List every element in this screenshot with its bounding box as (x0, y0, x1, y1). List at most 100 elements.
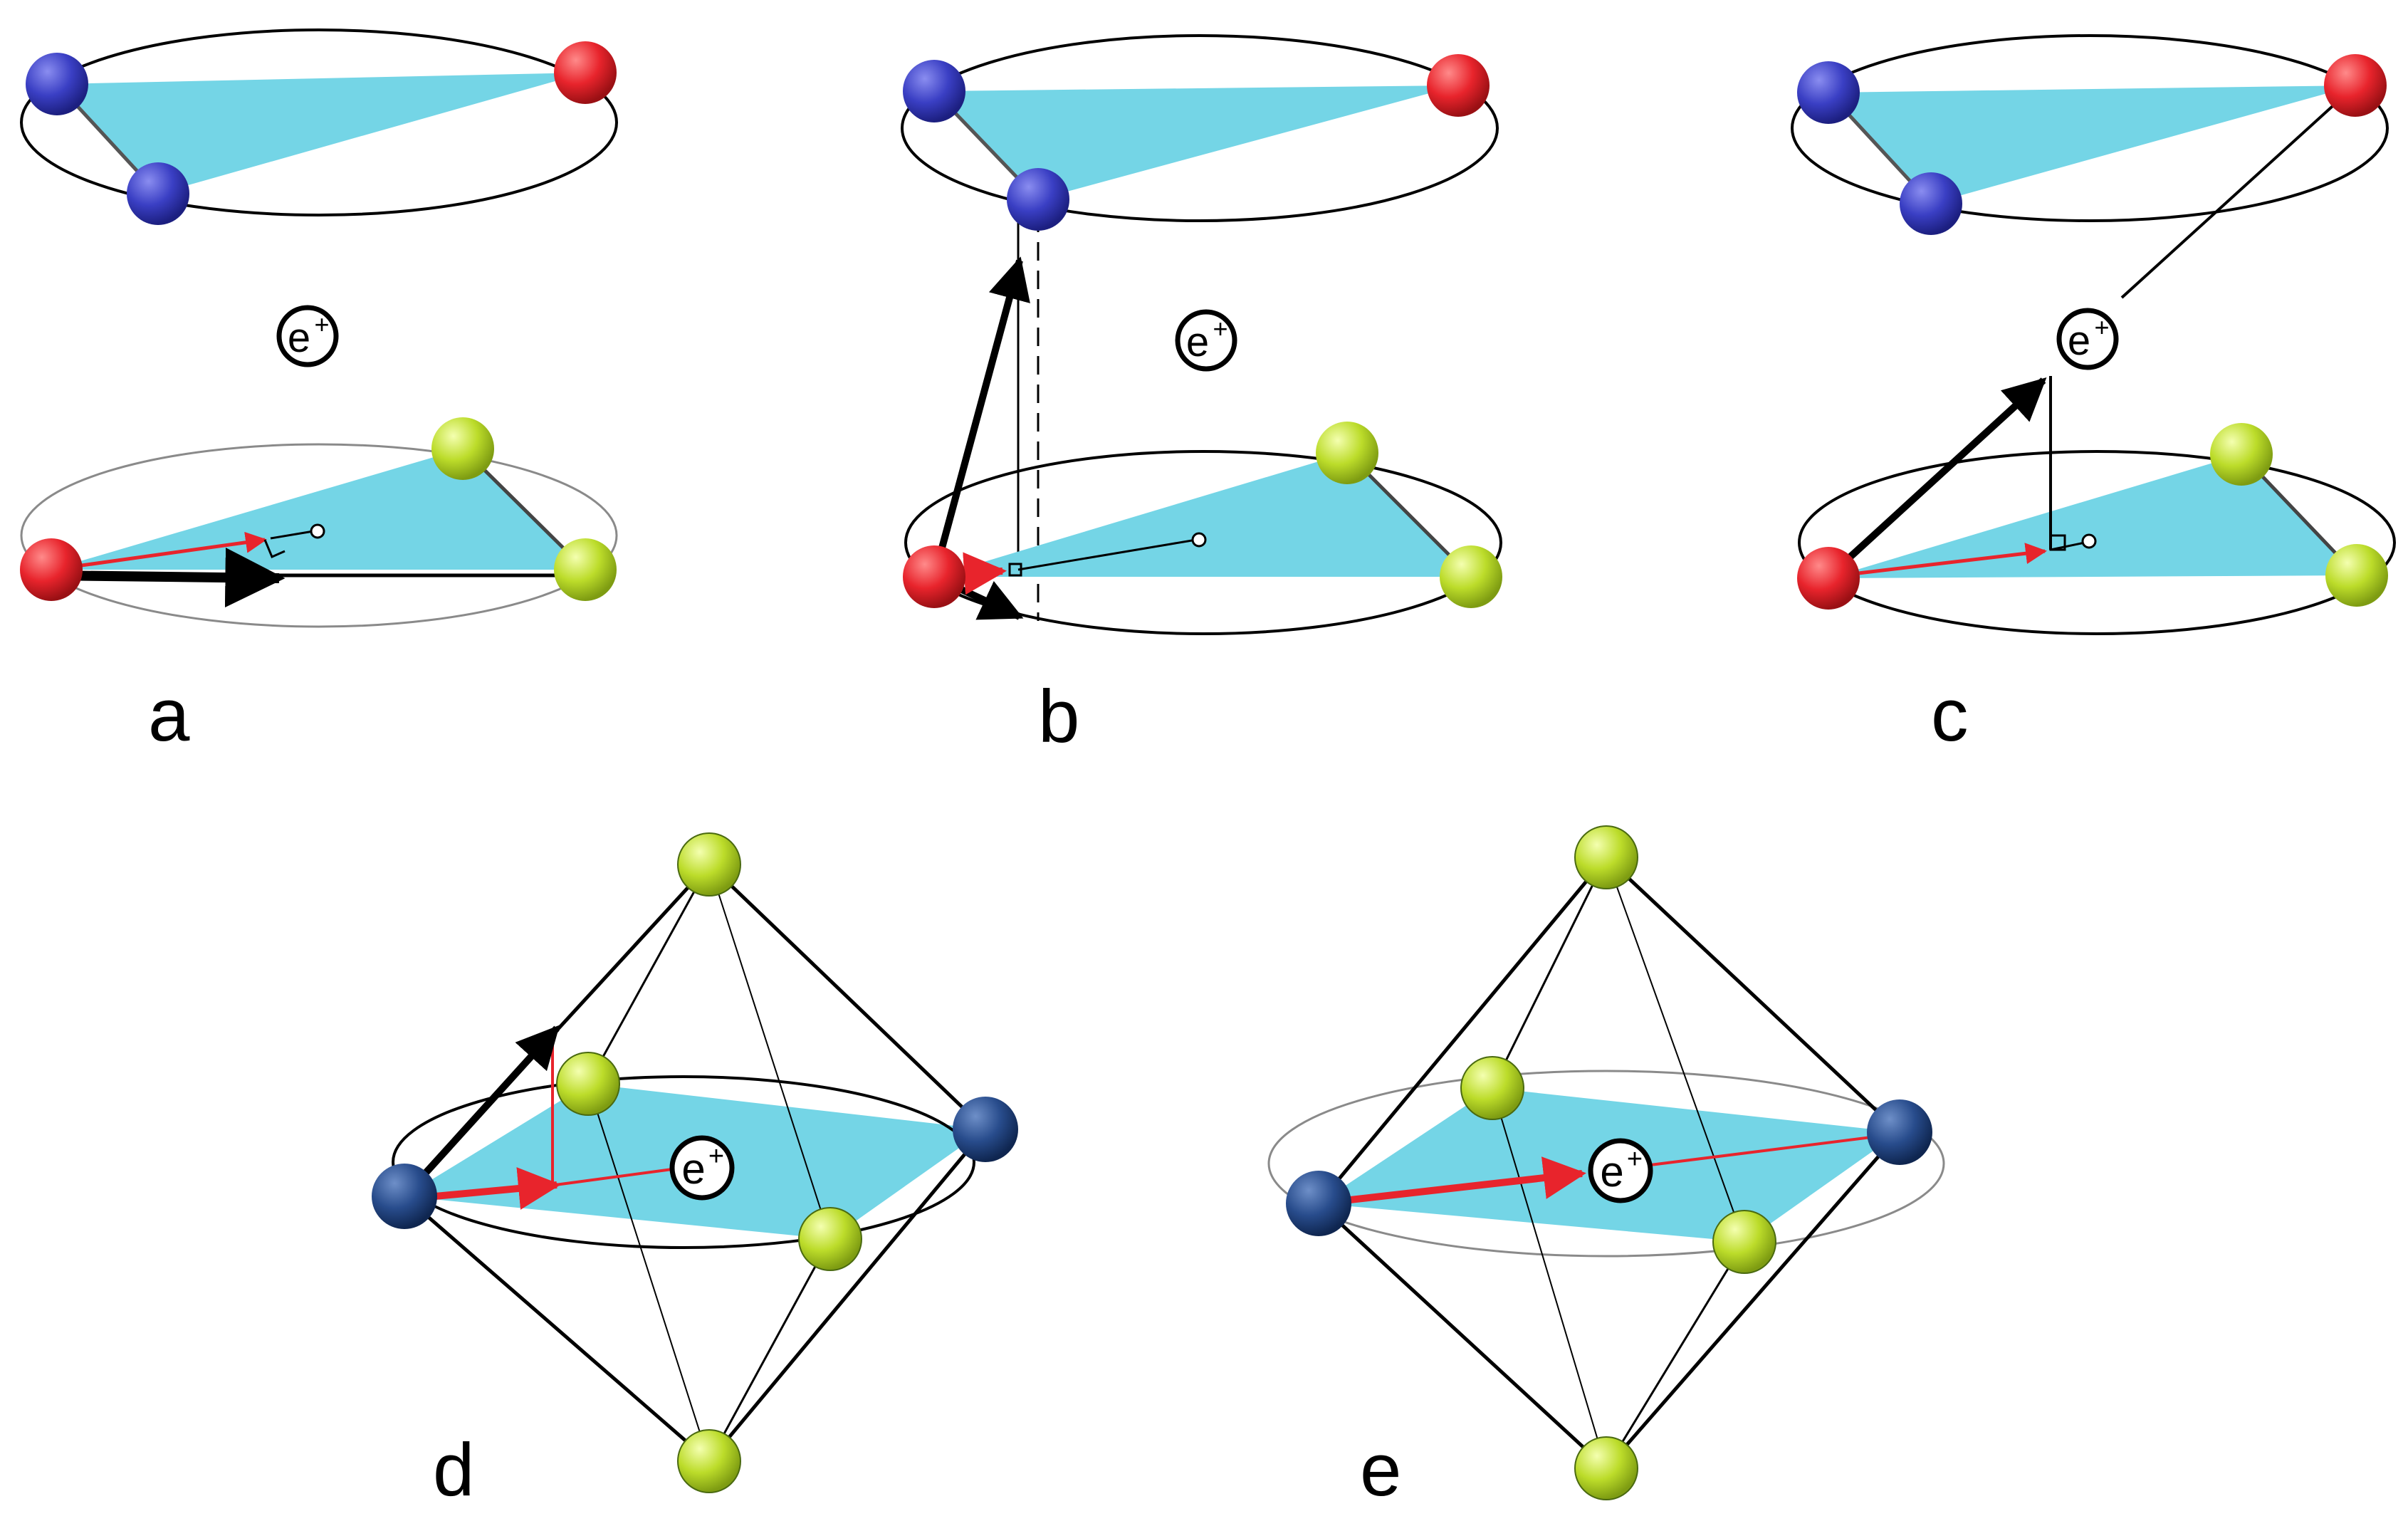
panel-c-bottom-layer (1797, 376, 2396, 635)
panel-d-atom-green-front (798, 1207, 862, 1271)
panel-b-positron-charge: + (1213, 314, 1227, 343)
panel-b-positron-circle (1175, 309, 1237, 372)
panel-b-letter: b (1038, 675, 1079, 758)
panel-b-bottom-triangle (934, 453, 1471, 577)
panel-c: e + c (1791, 34, 2396, 757)
panel-a-letter: a (148, 674, 190, 757)
panel-a-bottom-layer (20, 417, 618, 628)
panel-a-top-triangle (57, 73, 585, 194)
panel-d-letter: d (433, 1428, 474, 1512)
panel-a-positron-charge: + (314, 310, 329, 339)
panel-d-edges (403, 863, 987, 1463)
panel-d-atom-green-back (556, 1052, 620, 1116)
panel-d-positron-circle (669, 1135, 735, 1201)
panel-e-atom-green-back (1460, 1056, 1524, 1120)
panel-d-positron-label: e (681, 1145, 705, 1193)
panel-c-positron-circle (2056, 308, 2119, 370)
panel-e-atom-green-bottom (1574, 1436, 1638, 1500)
panel-a-black-arrow (51, 548, 286, 608)
panel-b-black-arrow-up (931, 256, 1030, 578)
panel-c-bottom-triangle (1828, 454, 2357, 578)
panel-a-positron-circle (276, 305, 339, 367)
panel-a-atom-red-bottom (20, 538, 83, 601)
panel-a-positron-label: e (288, 315, 310, 361)
panel-b-positron: e + (1175, 309, 1237, 372)
panel-d-atom-navy-right (953, 1097, 1018, 1162)
panel-d-positron-charge: + (708, 1141, 724, 1171)
panel-e-atom-navy-left (1286, 1171, 1351, 1236)
panel-b-right-angle-mark (1008, 563, 1022, 577)
panel-b-top-triangle (934, 85, 1458, 199)
panel-d-atom-green-top (677, 832, 741, 897)
panel-b-bottom-ring (904, 450, 1502, 635)
panel-e-red-line (1650, 1132, 1900, 1166)
panel-c-right-angle-mark (2049, 534, 2066, 551)
panel-e-letter: e (1360, 1428, 1401, 1512)
panel-a-bottom-triangle (51, 449, 585, 570)
panel-a-center-line (270, 530, 314, 540)
panel-e-positron-label: e (1600, 1148, 1623, 1196)
panel-c-bottom-ring (1798, 450, 2396, 635)
panel-e: e + e (1267, 825, 1945, 1512)
panel-a-bottom-ring (20, 443, 618, 628)
panel-c-center-line (2050, 541, 2085, 551)
panel-d-atom-green-bottom (677, 1429, 741, 1493)
panel-a-right-angle-mark (263, 539, 286, 558)
panel-e-positron-charge: + (1627, 1144, 1643, 1174)
panel-b-atom-green-2 (1440, 545, 1502, 608)
panel-b-positron-label: e (1186, 319, 1209, 365)
panel-e-atom-navy-right (1867, 1099, 1932, 1165)
panel-c-top-triangle (1828, 85, 2355, 204)
panel-e-edges (1317, 856, 1901, 1470)
panel-b-center-line (1017, 538, 1197, 571)
panel-a-top-layer (20, 28, 618, 225)
panel-c-positron: e + (2056, 308, 2119, 370)
panel-d: e + d (372, 832, 1018, 1512)
panel-a-positron: e + (276, 305, 339, 367)
panel-b-top-layer (901, 34, 1499, 222)
panel-c-atom-red-top (2324, 54, 2387, 117)
panel-b-top-ring (901, 34, 1499, 222)
panel-b-bottom-layer (903, 256, 1502, 635)
panel-d-red-line (555, 1168, 673, 1186)
panel-e-atom-green-top (1574, 825, 1638, 889)
panel-b-center-dot (1191, 532, 1207, 548)
panel-a-atom-green-2 (554, 538, 617, 601)
panel-c-atom-blue-1 (1797, 61, 1860, 124)
panel-b: e + b (901, 34, 1502, 758)
panel-b-atom-red-bottom (903, 545, 965, 608)
panel-c-top-layer (1791, 34, 2389, 235)
panel-a-center-dot (310, 523, 325, 539)
panel-a-atom-red-top (554, 41, 617, 104)
panel-c-positron-charge: + (2094, 313, 2109, 342)
panel-b-atom-green-1 (1316, 422, 1378, 484)
panel-c-atom-red-bottom (1797, 547, 1860, 610)
panel-e-ring (1267, 1070, 1945, 1258)
panel-c-black-arrow (1826, 377, 2047, 580)
panel-c-top-ring (1791, 34, 2389, 222)
panel-c-positron-label: e (2068, 318, 2090, 364)
panel-c-letter: c (1931, 674, 1969, 757)
panel-c-atom-blue-2 (1900, 172, 1962, 235)
panel-d-atom-navy-left (372, 1164, 437, 1229)
panel-b-atom-red-top (1427, 54, 1490, 117)
panel-c-atom-green-1 (2210, 423, 2273, 486)
panel-c-center-dot (2081, 533, 2097, 549)
panel-a-red-arrow (51, 531, 267, 572)
panel-d-ring (392, 1075, 975, 1249)
panel-c-red-arrow (1828, 543, 2047, 579)
panel-c-atom-green-2 (2325, 544, 2388, 607)
panel-e-positron: e + (1588, 1138, 1653, 1203)
panel-b-atom-blue-2 (1007, 168, 1069, 231)
panel-a-atom-blue-1 (26, 53, 88, 115)
panel-a-top-ring (20, 28, 618, 216)
panel-c-connect-line (2120, 84, 2357, 299)
panel-d-positron: e + (669, 1135, 735, 1201)
panel-e-atom-green-front (1712, 1210, 1776, 1274)
panel-b-atom-blue-1 (903, 60, 965, 122)
panel-a-atom-blue-2 (127, 162, 189, 225)
panel-d-black-arrow (402, 1025, 560, 1199)
panel-e-red-arrow (1318, 1156, 1586, 1207)
panel-e-positron-circle (1588, 1138, 1653, 1203)
